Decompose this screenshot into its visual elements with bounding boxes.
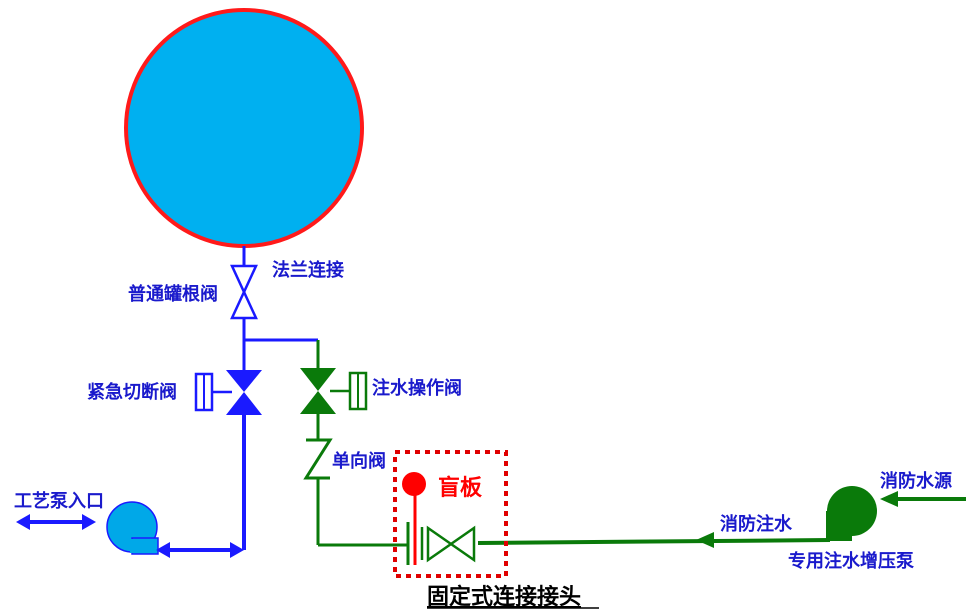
tank-root-valve-label: 普通罐根阀 bbox=[128, 283, 218, 305]
fire-water-source-label: 消防水源 bbox=[880, 470, 952, 492]
blind-plate-label: 盲板 bbox=[438, 475, 483, 501]
check-valve-label: 单向阀 bbox=[332, 450, 386, 472]
booster-pump-icon bbox=[826, 486, 877, 541]
injection-flow-arrow bbox=[696, 532, 714, 548]
flange-connection-label: 法兰连接 bbox=[272, 259, 344, 281]
water-injection-valve-label: 注水操作阀 bbox=[372, 377, 462, 399]
process-pump-inlet-label: 工艺泵入口 bbox=[14, 490, 104, 512]
blind-plate-icon bbox=[402, 472, 426, 565]
fixed-connector-label: 固定式连接接头 bbox=[427, 584, 581, 610]
water-source-arrow bbox=[880, 491, 966, 507]
fire-water-injection-label: 消防注水 bbox=[720, 513, 793, 535]
emergency-shutoff-valve-label: 紧急切断阀 bbox=[87, 381, 177, 403]
booster-pump-label: 专用注水增压泵 bbox=[788, 550, 914, 572]
pump-inlet-arrow bbox=[16, 514, 96, 530]
process-pump-icon bbox=[106, 501, 159, 555]
pump-to-tank-line bbox=[156, 542, 244, 558]
emergency-shutoff-valve-icon bbox=[194, 370, 262, 415]
tank-root-valve-icon bbox=[230, 264, 258, 320]
storage-tank bbox=[124, 8, 364, 248]
blue-piping bbox=[242, 246, 318, 550]
fixed-connector-box bbox=[393, 450, 508, 578]
green-piping bbox=[303, 340, 831, 547]
water-injection-valve-icon bbox=[300, 368, 368, 414]
connector-valve-icon bbox=[420, 525, 476, 563]
